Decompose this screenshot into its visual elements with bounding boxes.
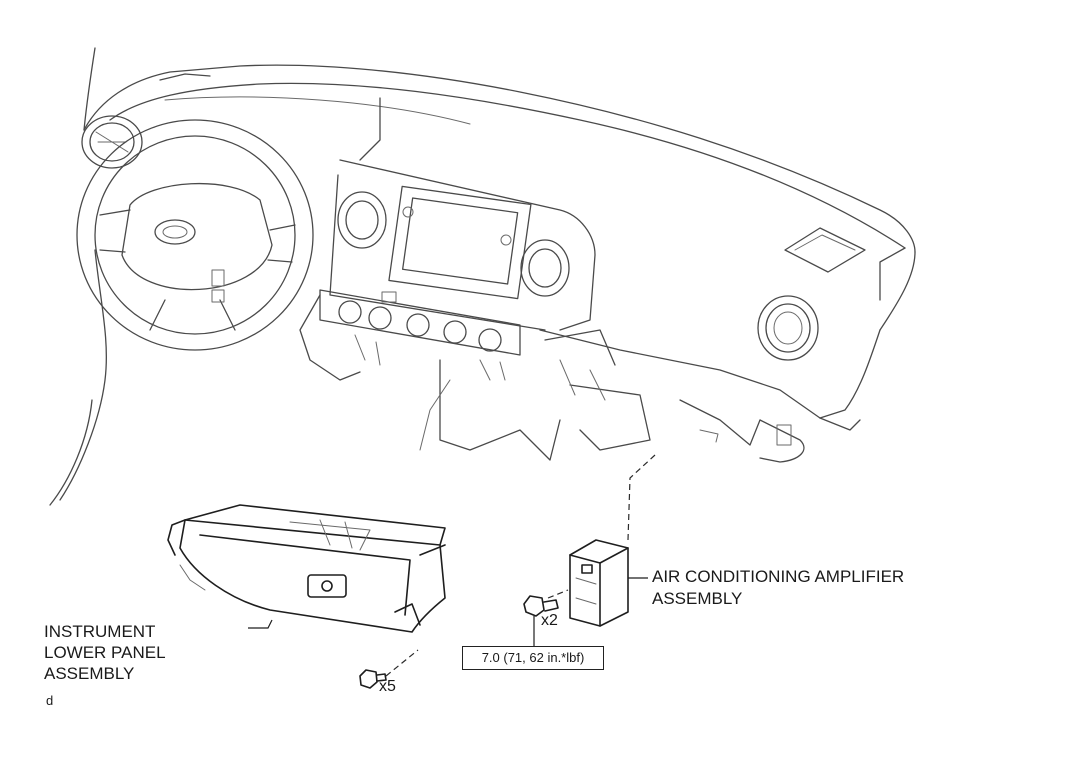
right-vent [757,295,819,361]
dashboard-top [83,64,916,419]
a-pillar [49,47,107,506]
steering-wheel [76,119,314,351]
ac-amplifier-label-line2: ASSEMBLY [652,589,743,608]
amplifier-bolt [523,589,569,617]
amplifier-guide-line [627,454,656,541]
lower-panel-part [167,504,446,633]
ac-amplifier-part [569,539,629,627]
amplifier-bolt-quantity: x2 [541,612,558,629]
center-stack [319,159,596,356]
lower-panel-bolt [359,649,419,689]
left-vent [81,115,143,169]
lower-dash-structure [299,294,861,463]
lower-panel-leader-line [248,619,273,629]
figure-code: d [46,693,54,708]
lower-panel-label-line3: ASSEMBLY [44,664,135,683]
defrost-vent [784,227,866,273]
lower-panel-label-line1: INSTRUMENT [44,622,156,641]
torque-spec-box: 7.0 (71, 62 in.*lbf) [462,646,604,670]
panel-bolt-quantity: x5 [379,678,396,695]
lower-panel-label-line2: LOWER PANEL [44,643,166,662]
ac-amplifier-label-line1: AIR CONDITIONING AMPLIFIER [652,567,905,586]
